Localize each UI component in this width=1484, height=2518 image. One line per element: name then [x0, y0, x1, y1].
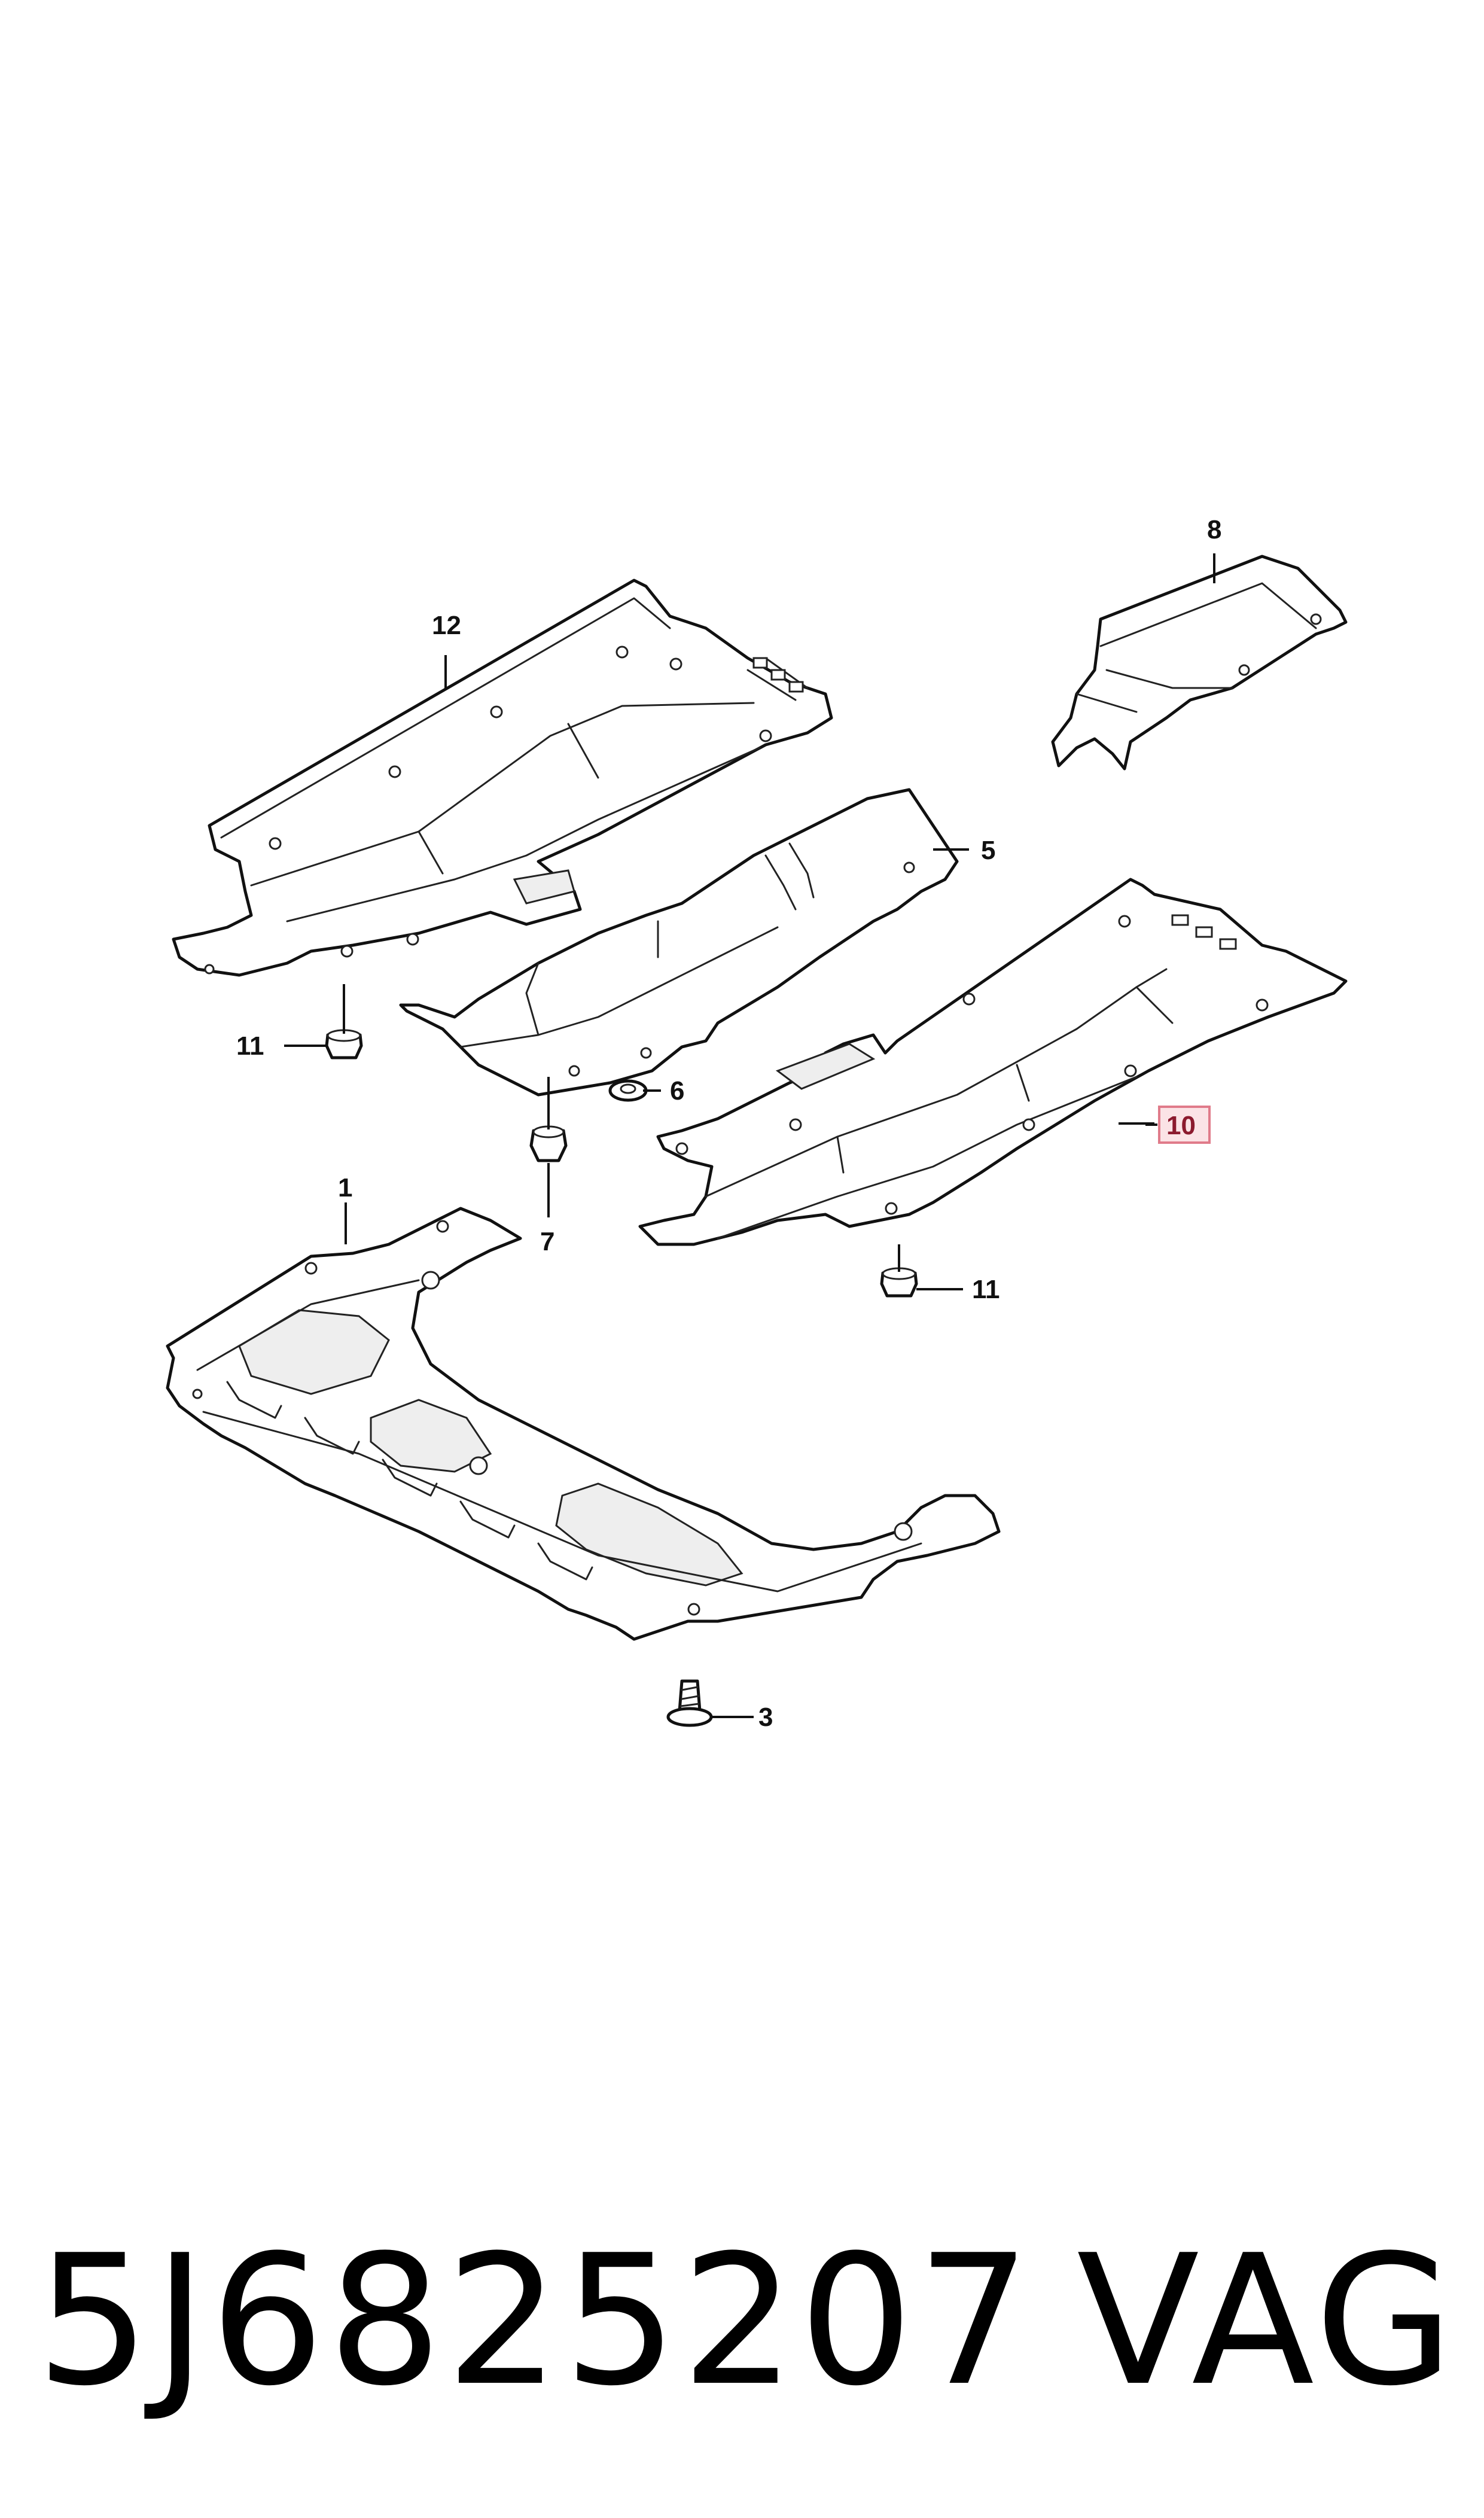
fastener-11-right-clip — [880, 1267, 918, 1298]
part-1-lower-cover — [166, 1207, 1001, 1641]
fastener-6-nut — [608, 1079, 648, 1102]
callout-12: 12 — [432, 611, 461, 640]
part-10-underbody-panel — [638, 878, 1348, 1246]
fastener-3-screw — [666, 1679, 713, 1727]
callout-11-left: 11 — [236, 1031, 264, 1061]
callout-6: 6 — [670, 1076, 684, 1106]
callout-11-right: 11 — [972, 1275, 1000, 1304]
callout-7: 7 — [540, 1227, 554, 1256]
callout-5: 5 — [981, 836, 995, 865]
part-12-underbody-panel — [172, 578, 833, 977]
leader-lines — [284, 553, 1215, 1718]
callout-10-highlight-box — [1158, 1106, 1211, 1144]
fastener-11-left-clip — [325, 1029, 363, 1059]
callout-10: 10 — [1166, 1111, 1196, 1140]
part-8-heat-shield — [1051, 555, 1348, 771]
part-5-tunnel-cover — [399, 788, 959, 1097]
fastener-7-clip — [529, 1125, 568, 1162]
part-number: 5J6825207 — [36, 2216, 1035, 2425]
callout-1: 1 — [338, 1173, 352, 1202]
callout-3: 3 — [758, 1703, 773, 1732]
callout-8: 8 — [1207, 515, 1221, 544]
brand-name: VAG — [1077, 2216, 1458, 2425]
